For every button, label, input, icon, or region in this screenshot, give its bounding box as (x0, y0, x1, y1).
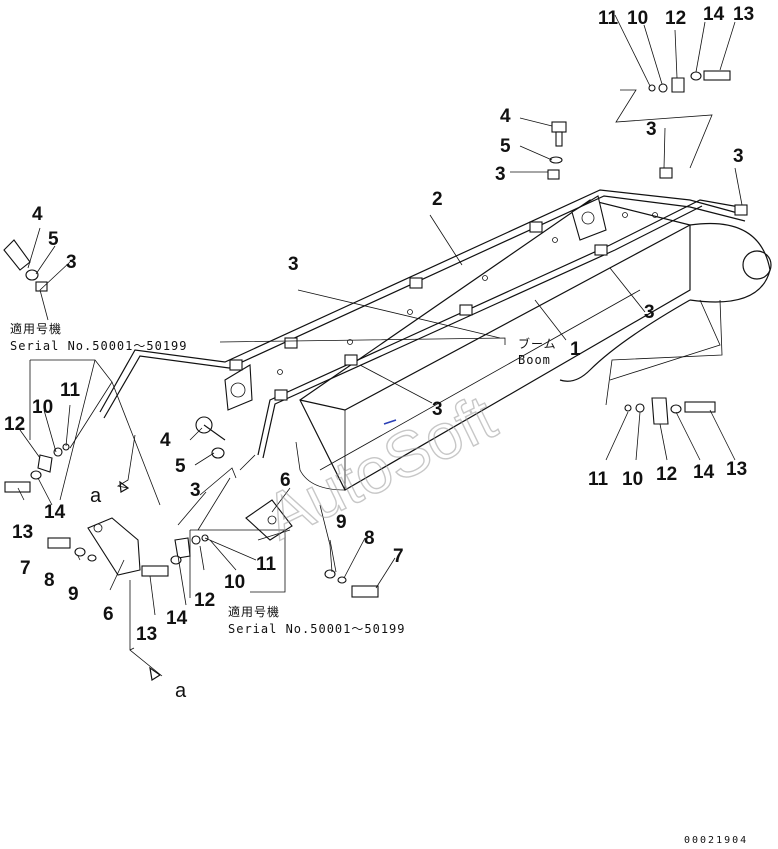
clamp (229, 359, 243, 371)
callout-8: 8 (44, 570, 55, 591)
callout-5: 5 (500, 136, 511, 157)
callout-4: 4 (32, 204, 43, 225)
callout-13: 13 (733, 4, 754, 25)
callout-7: 7 (20, 558, 31, 579)
callout-10: 10 (224, 572, 245, 593)
callout-14: 14 (693, 462, 715, 483)
clamp (594, 244, 608, 256)
callout-8: 8 (364, 528, 375, 549)
clamp (547, 169, 560, 180)
callout-9: 9 (336, 512, 347, 533)
callout-3: 3 (288, 254, 299, 275)
clamp (274, 389, 288, 401)
clamp (529, 221, 543, 233)
callout-6: 6 (103, 604, 114, 625)
boom-body (224, 195, 772, 491)
callout-11: 11 (60, 380, 81, 401)
callout-4: 4 (160, 430, 171, 451)
callout-labels: 11 10 12 14 13 4 5 3 3 3 2 3 3 1 3 4 5 3… (4, 4, 754, 645)
callout-2: 2 (432, 189, 443, 210)
callout-10: 10 (32, 397, 53, 418)
serial-note-jp: 適用号機 (228, 604, 280, 619)
callout-13: 13 (136, 624, 157, 645)
serial-note-en: Serial No.50001～50199 (10, 339, 188, 353)
callout-1: 1 (570, 339, 581, 360)
callout-4: 4 (500, 106, 511, 127)
boom-label-jp: ブーム (518, 336, 557, 351)
callout-3: 3 (432, 399, 443, 420)
leader-lines (17, 14, 743, 677)
callout-3: 3 (644, 302, 655, 323)
callout-12: 12 (665, 8, 686, 29)
clamp (659, 167, 673, 179)
callout-3: 3 (495, 164, 506, 185)
clamp-set (35, 167, 748, 401)
watermark-text: AutoSoft (254, 381, 506, 553)
callout-11: 11 (598, 8, 619, 29)
callout-9: 9 (68, 584, 79, 605)
callout-11: 11 (588, 469, 609, 490)
callout-3: 3 (66, 252, 77, 273)
clamp (284, 337, 298, 349)
callout-11: 11 (256, 554, 277, 575)
view-marker-a: a (175, 680, 187, 702)
callout-5: 5 (48, 229, 59, 250)
callout-14: 14 (166, 608, 188, 629)
boom-label-en: Boom (518, 353, 551, 367)
callout-12: 12 (194, 590, 215, 611)
view-marker-a: a (90, 485, 102, 507)
clamp (459, 304, 473, 316)
clamp (734, 204, 748, 216)
callout-14: 14 (703, 4, 725, 25)
drawing-code: 00021904 (684, 835, 748, 846)
clamp (35, 281, 48, 292)
callout-3: 3 (646, 119, 657, 140)
callout-10: 10 (622, 469, 643, 490)
serial-note-en: Serial No.50001～50199 (228, 622, 406, 636)
clamp (409, 277, 423, 289)
callout-13: 13 (726, 459, 747, 480)
callout-7: 7 (393, 546, 404, 567)
callout-12: 12 (4, 414, 25, 435)
clamp (344, 354, 358, 366)
callout-3: 3 (190, 480, 201, 501)
center-mark (383, 419, 397, 425)
callout-13: 13 (12, 522, 33, 543)
serial-note-jp: 適用号機 (10, 321, 62, 336)
callout-14: 14 (44, 502, 66, 523)
fastener-details (3, 70, 731, 598)
callout-6: 6 (280, 470, 291, 491)
callout-10: 10 (627, 8, 648, 29)
callout-5: 5 (175, 456, 186, 477)
callout-12: 12 (656, 464, 677, 485)
callout-3: 3 (733, 146, 744, 167)
view-arrows (119, 480, 162, 681)
